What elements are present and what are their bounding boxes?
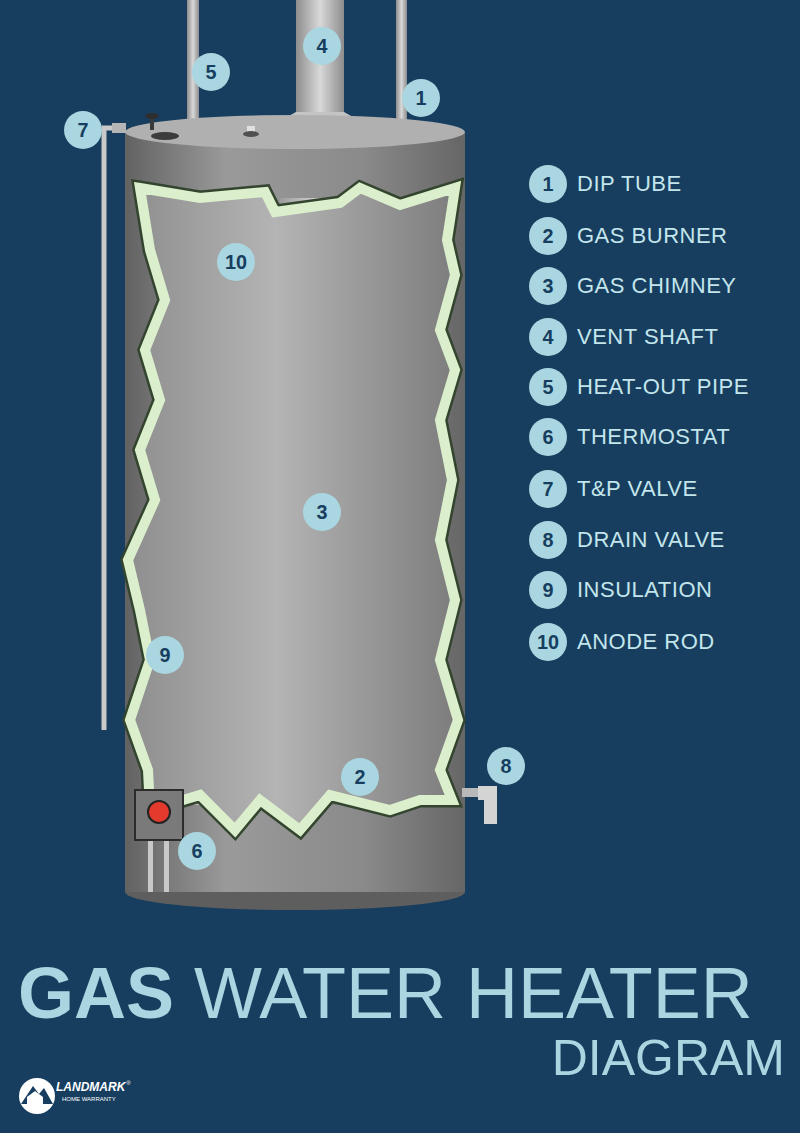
callout-number: 6: [178, 832, 216, 870]
thermostat-and-drain: [135, 786, 497, 892]
callout-number: 7: [529, 470, 567, 508]
callout-circle: 5: [192, 53, 230, 91]
callout-number: 1: [402, 79, 440, 117]
callout-number: 10: [217, 243, 255, 281]
part-name: INSULATION: [577, 577, 712, 603]
part-name: DIP TUBE: [577, 171, 682, 197]
tank-body: [125, 113, 465, 910]
callout-circle: 9: [146, 636, 184, 674]
logo-mark: ®: [126, 1080, 130, 1086]
callout-number: 5: [192, 53, 230, 91]
key-entry: 2GAS BURNER: [529, 217, 567, 255]
title-words: WATER HEATER: [194, 957, 753, 1029]
callout-number: 3: [529, 267, 567, 305]
part-name: ANODE ROD: [577, 629, 715, 655]
key-entry: 3GAS CHIMNEY: [529, 267, 567, 305]
callout-circle: 4: [303, 27, 341, 65]
part-name: GAS BURNER: [577, 223, 727, 249]
key-entry: 1DIP TUBE: [529, 165, 567, 203]
callout-number: 8: [529, 521, 567, 559]
callout-number: 6: [529, 418, 567, 456]
key-entry: 5HEAT-OUT PIPE: [529, 368, 567, 406]
logo-text: LANDMARK: [56, 1081, 125, 1093]
logo-subtext: HOME WARRANTY: [62, 1096, 116, 1102]
part-name: GAS CHIMNEY: [577, 273, 737, 299]
tank-interior: [128, 188, 458, 830]
callout-number: 9: [146, 636, 184, 674]
tp-valve-pipe: [104, 123, 126, 730]
callout-circle: 8: [487, 747, 525, 785]
callout-number: 9: [529, 571, 567, 609]
part-name: HEAT-OUT PIPE: [577, 374, 749, 400]
callout-number: 4: [529, 318, 567, 356]
callout-circle: 2: [341, 758, 379, 796]
key-entry: 9INSULATION: [529, 571, 567, 609]
part-name: VENT SHAFT: [577, 324, 719, 350]
callout-circle: 3: [303, 493, 341, 531]
callout-circle: 7: [64, 111, 102, 149]
callout-number: 2: [529, 217, 567, 255]
part-name: THERMOSTAT: [577, 424, 730, 450]
callout-number: 1: [529, 165, 567, 203]
part-name: T&P VALVE: [577, 476, 698, 502]
callout-number: 4: [303, 27, 341, 65]
key-entry: 10ANODE ROD: [529, 623, 567, 661]
callout-number: 7: [64, 111, 102, 149]
part-name: DRAIN VALVE: [577, 527, 725, 553]
callout-circle: 6: [178, 832, 216, 870]
callout-number: 8: [487, 747, 525, 785]
callout-number: 5: [529, 368, 567, 406]
callout-number: 10: [529, 623, 567, 661]
title-subword: DIAGRAM: [552, 1033, 785, 1083]
key-entry: 6THERMOSTAT: [529, 418, 567, 456]
key-entry: 7T&P VALVE: [529, 470, 567, 508]
key-entry: 8DRAIN VALVE: [529, 521, 567, 559]
callout-number: 3: [303, 493, 341, 531]
logo-icon: [19, 1078, 55, 1114]
callout-circle: 1: [402, 79, 440, 117]
callout-number: 2: [341, 758, 379, 796]
title-word: GAS: [18, 957, 174, 1029]
callout-circle: 10: [217, 243, 255, 281]
key-entry: 4VENT SHAFT: [529, 318, 567, 356]
